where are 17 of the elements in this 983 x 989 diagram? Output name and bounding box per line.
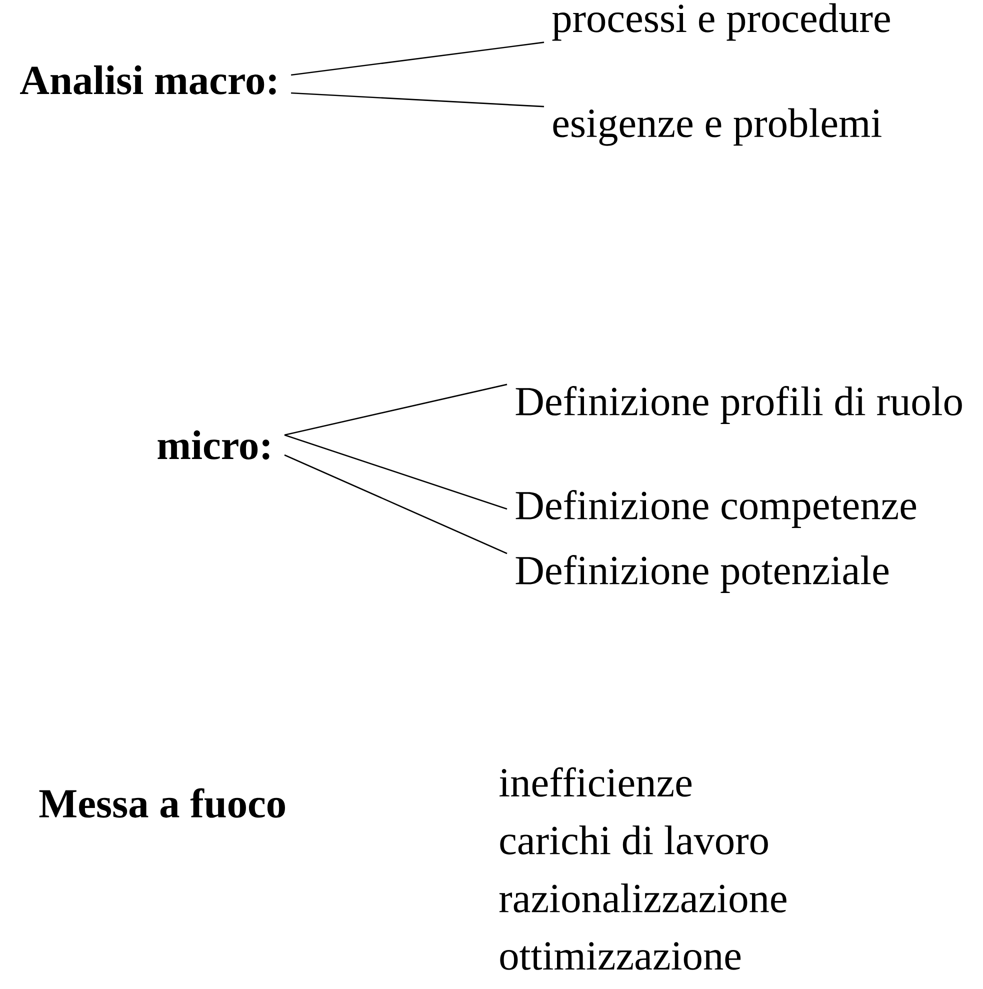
text-label: Definizione profili di ruolo <box>516 386 962 424</box>
line <box>291 92 544 108</box>
text-label: Definizione competenze <box>516 490 916 528</box>
text-label: Analisi macro: <box>20 65 276 95</box>
line <box>284 454 508 554</box>
text-label: esigenze e problemi <box>553 108 882 146</box>
line <box>284 434 508 510</box>
text-label: Definizione potenziale <box>516 555 889 593</box>
text-label: razionalizzazione <box>499 883 786 913</box>
text-label: Messa a fuoco <box>39 788 285 818</box>
text-label: carichi di lavoro <box>500 825 768 855</box>
line <box>284 384 508 436</box>
text-label: micro: <box>158 430 270 460</box>
text-label: processi e procedure <box>552 3 890 41</box>
text-label: ottimizzazione <box>500 942 741 970</box>
text-label: inefficienze <box>499 767 692 797</box>
line <box>290 42 544 76</box>
